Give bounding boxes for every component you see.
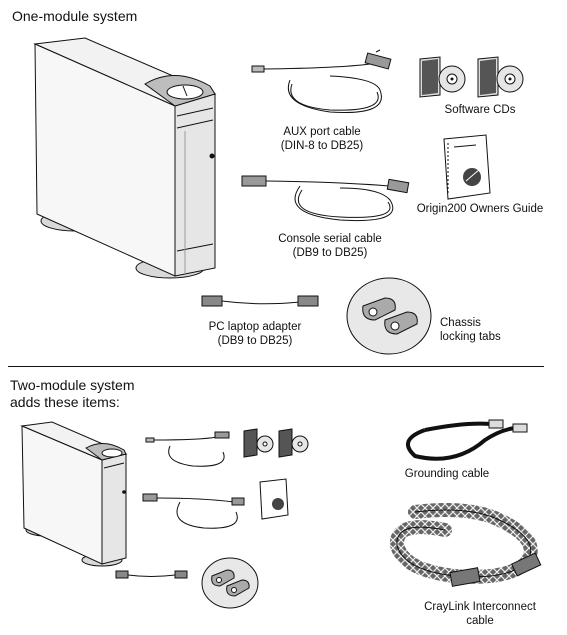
owners-guide-label: Origin200 Owners Guide <box>416 203 544 215</box>
aux-port-cable-illustration <box>251 49 392 114</box>
section-divider <box>8 366 544 367</box>
one-module-heading: One-module system <box>12 8 138 24</box>
pc-laptop-adapter-small-illustration <box>115 570 188 579</box>
craylink-cable-illustration <box>390 503 542 587</box>
software-cds-illustration <box>419 56 524 98</box>
two-module-heading: Two-module system adds these items: <box>10 377 135 410</box>
software-cds-small-illustration <box>243 428 309 458</box>
origin200-chassis-illustration <box>33 37 217 279</box>
owners-guide-small-illustration <box>259 478 289 520</box>
owners-guide-illustration <box>443 134 491 200</box>
chassis-locking-tabs-small-illustration <box>201 557 259 609</box>
aux-port-cable-small-illustration <box>145 431 230 467</box>
pc-laptop-adapter-illustration <box>201 295 319 307</box>
console-serial-cable-label: Console serial cable (DB9 to DB25) <box>278 233 382 259</box>
chassis-locking-tabs-illustration <box>346 277 432 355</box>
software-cds-label: Software CDs <box>444 104 516 116</box>
pc-laptop-adapter-label: PC laptop adapter (DB9 to DB25) <box>208 321 302 347</box>
grounding-cable-label: Grounding cable <box>404 468 490 480</box>
console-serial-cable-illustration <box>241 175 410 222</box>
aux-port-cable-label: AUX port cable (DIN-8 to DB25) <box>280 126 364 152</box>
console-serial-cable-small-illustration <box>142 493 245 529</box>
craylink-cable-label: CrayLink Interconnect cable <box>424 601 536 627</box>
grounding-cable-illustration <box>405 419 528 461</box>
origin200-chassis-small-illustration <box>20 421 128 567</box>
chassis-locking-tabs-label: Chassis locking tabs <box>440 317 501 343</box>
